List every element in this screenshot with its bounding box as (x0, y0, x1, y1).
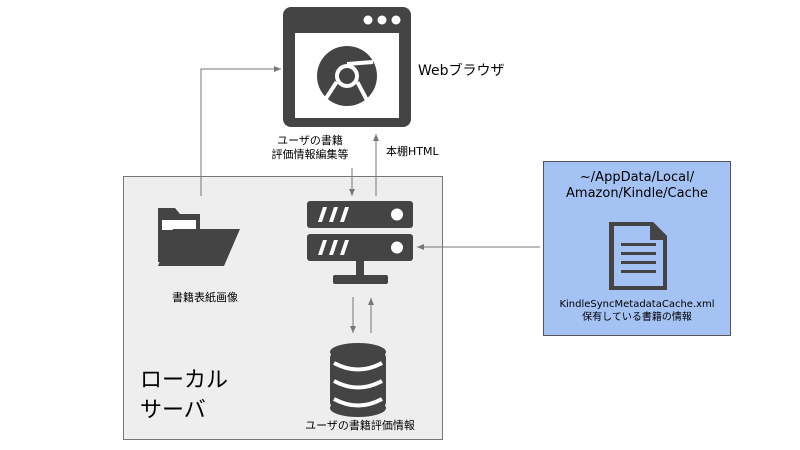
folder-icon (158, 208, 240, 266)
edit-request-label-line1: ユーザの書籍 (277, 134, 343, 147)
chrome-browser-icon (283, 7, 411, 127)
database-label: ユーザの書籍評価情報 (305, 419, 415, 432)
local-server-title-line2: サーバ (140, 398, 206, 423)
server-icon (307, 201, 413, 284)
cache-file-label: KindleSyncMetadataCache.xml 保有している書籍の情報 (543, 298, 731, 324)
cache-path-line2: Amazon/Kindle/Cache (566, 186, 708, 201)
database-icon (330, 343, 386, 417)
cover-image-label: 書籍表紙画像 (172, 291, 238, 304)
chrome-logo-icon (317, 46, 377, 107)
local-server-title: ローカル サーバ (140, 366, 228, 426)
browser-label: Webブラウザ (418, 63, 505, 79)
cache-file-name: KindleSyncMetadataCache.xml (559, 299, 715, 310)
edit-request-label: ユーザの書籍 評価情報編集等 (240, 134, 380, 162)
local-server-title-line1: ローカル (140, 368, 229, 393)
cache-path-label: ~/AppData/Local/ Amazon/Kindle/Cache (543, 170, 731, 202)
document-icon (609, 222, 667, 290)
cache-file-desc: 保有している書籍の情報 (582, 312, 692, 323)
arrow-folder-to-browser (200, 66, 281, 196)
bookshelf-html-label: 本棚HTML (386, 145, 439, 158)
edit-request-label-line2: 評価情報編集等 (271, 148, 349, 161)
cache-path-line1: ~/AppData/Local/ (579, 170, 695, 185)
